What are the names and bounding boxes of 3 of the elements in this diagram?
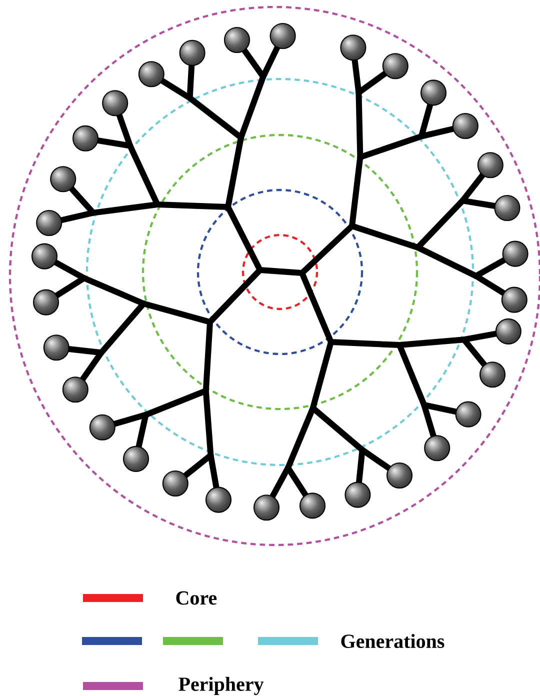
legend-label: Generations [341, 634, 444, 648]
legend-label: Periphery [178, 676, 264, 696]
legend-label: Core [176, 591, 217, 605]
